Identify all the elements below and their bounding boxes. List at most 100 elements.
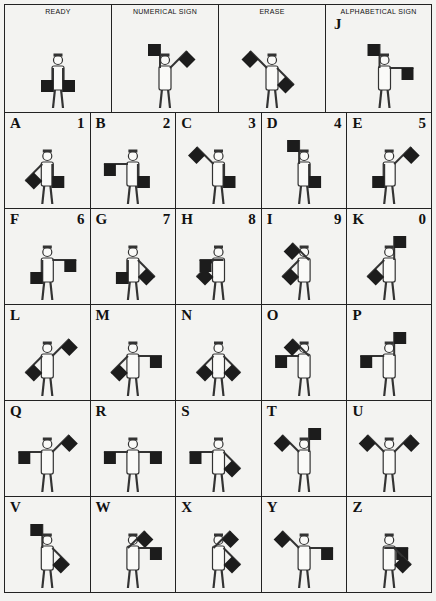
signal-number: 9 [334,211,342,228]
body [127,450,139,474]
signal-letter: Q [10,403,22,420]
label-row: O [262,305,347,324]
flag [150,452,162,464]
flag [224,176,236,188]
label-row: M [91,305,176,324]
leg [214,377,216,396]
leg [384,281,386,300]
signal-letter: C [181,115,192,132]
body [127,354,139,378]
leg [50,281,52,300]
body [298,258,310,282]
flag [287,140,299,152]
flag [403,147,420,164]
cap [214,150,223,153]
signal-cell: K0 [346,208,432,305]
cap [300,150,309,153]
label-row: G7 [91,209,176,228]
signal-cell: I9 [261,208,348,305]
head [268,56,277,65]
leg [392,569,394,588]
signal-cell: Q [4,400,91,497]
leg [42,377,44,396]
signal-letter: N [181,307,192,324]
cap [214,438,223,441]
flag [321,548,333,560]
label-row: U [347,401,431,420]
head [385,440,394,449]
cap [380,54,389,57]
signal-name: ALPHABETICAL SIGN [326,5,431,16]
flag [61,339,78,356]
head [128,248,137,257]
leg [136,569,138,588]
flag [190,452,202,464]
head [300,152,309,161]
signal-letter: V [10,499,21,516]
head [161,56,170,65]
signal-letter: Z [352,499,362,516]
leg [267,89,269,108]
label-row: S [176,401,261,420]
cap [300,342,309,345]
leg [214,569,216,588]
label-row: Z [347,497,431,516]
body [266,66,278,90]
leg [392,281,394,300]
leg [392,473,394,492]
body [298,450,310,474]
head [385,152,394,161]
signal-name: NUMERICAL SIGN [112,5,218,16]
signal-number: 4 [334,115,342,132]
signal-letter: A [10,115,21,132]
head [385,248,394,257]
signal-letter: O [267,307,279,324]
body [298,354,310,378]
signal-number: 6 [77,211,85,228]
signal-cell: X [175,496,262,593]
signal-letter: X [181,499,192,516]
flag [394,236,406,248]
body [383,450,395,474]
signal-letter: I [267,211,273,228]
leg [222,473,224,492]
signal-cell: O [261,304,348,401]
cap [385,150,394,153]
flag [148,44,160,56]
signal-cell: W [90,496,177,593]
flag [25,365,42,382]
label-row: R [91,401,176,420]
label-row: X [176,497,261,516]
leg [214,473,216,492]
leg [307,569,309,588]
signal-number: 3 [248,115,256,132]
flag [360,356,372,368]
head [43,152,52,161]
flag [222,531,239,548]
signal-cell: M [90,304,177,401]
cap [128,534,137,537]
flag [224,557,241,574]
body [379,66,391,90]
leg [128,377,130,396]
flag [372,176,384,188]
cap [385,438,394,441]
leg [307,281,309,300]
signal-cell: A1 [4,112,91,209]
leg [50,569,52,588]
flag [274,531,291,548]
head [214,440,223,449]
leg [222,377,224,396]
flag [41,80,53,92]
signal-cell: U [346,400,432,497]
leg [384,473,386,492]
cap [385,246,394,249]
leg [128,569,130,588]
signal-cell: ALPHABETICAL SIGNJ [325,4,432,113]
flag [359,435,376,452]
leg [380,89,382,108]
leg [214,185,216,204]
flag [64,260,76,272]
flag [242,51,259,68]
leg [299,281,301,300]
